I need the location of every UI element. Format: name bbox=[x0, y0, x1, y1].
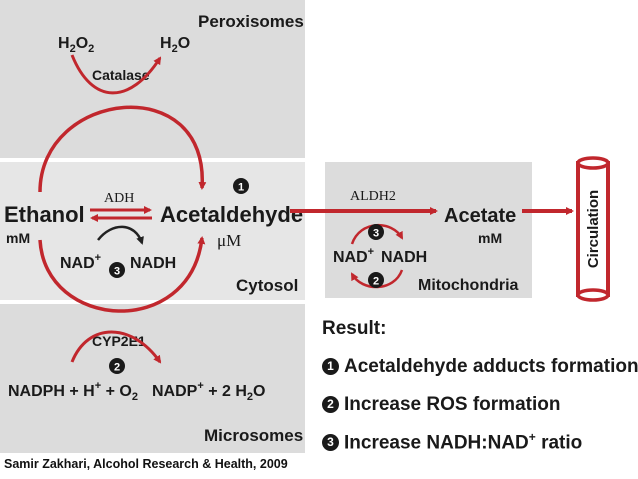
acetate-unit: mM bbox=[478, 230, 502, 246]
mito-nad-plus: NAD+ bbox=[333, 246, 374, 266]
circulation-cylinder bbox=[576, 161, 610, 297]
microsomes-region bbox=[0, 304, 305, 454]
result-title: Result: bbox=[322, 318, 387, 339]
marker-3-cytosol bbox=[109, 262, 125, 278]
marker-2-microsome-text: 2 bbox=[114, 362, 120, 374]
marker-2-microsome bbox=[109, 358, 125, 374]
cytosol-nad-plus: NAD+ bbox=[60, 252, 101, 272]
result-text-2: Increase ROS formation bbox=[344, 394, 561, 415]
circulation-cylinder-bottom bbox=[576, 288, 610, 302]
marker-3-mito bbox=[368, 224, 384, 240]
result-text-3: Increase NADH:NAD bbox=[344, 432, 529, 454]
mito-nadh: NADH bbox=[381, 249, 427, 266]
catalase-label: Catalase bbox=[92, 67, 150, 83]
catalase-curve-arrow bbox=[70, 54, 162, 95]
acetate-label: Acetate bbox=[444, 205, 516, 227]
mitochondria-region bbox=[325, 162, 532, 298]
microsome-arc-arrow bbox=[38, 236, 206, 313]
marker-3-mito-text: 3 bbox=[373, 228, 379, 240]
result-marker-1: 1 bbox=[322, 358, 339, 375]
peroxisome-arc-arrow bbox=[38, 105, 207, 193]
cytosol-label: Cytosol bbox=[236, 276, 298, 295]
peroxisomes-region bbox=[0, 0, 305, 158]
adh-label: ADH bbox=[104, 191, 134, 206]
marker-1-cytosol-text: 1 bbox=[238, 182, 244, 194]
result-item-3: 3 Increase NADH:NAD+ ratio bbox=[322, 430, 582, 454]
ethanol-unit: mM bbox=[6, 230, 30, 246]
h2o-label: H2O bbox=[160, 35, 190, 55]
marker-1-cytosol bbox=[233, 178, 249, 194]
cyp2e1-curve-arrow bbox=[70, 330, 162, 364]
nadph-equation: NADPH + H+ + O2 bbox=[8, 380, 138, 403]
acetaldehyde-unit: μM bbox=[217, 231, 241, 250]
aldh2-label: ALDH2 bbox=[350, 189, 396, 204]
marker-2-mito-text: 2 bbox=[373, 276, 379, 288]
citation: Samir Zakhari, Alcohol Research & Health… bbox=[0, 453, 351, 475]
result-text-3-sup: + bbox=[528, 430, 536, 444]
cytosol-nadh: NADH bbox=[130, 255, 176, 272]
microsomes-label: Microsomes bbox=[204, 426, 303, 445]
ethanol-label: Ethanol bbox=[4, 202, 85, 227]
result-text-1: Acetaldehyde adducts formation bbox=[344, 356, 638, 377]
mitochondria-label: Mitochondria bbox=[418, 277, 519, 294]
marker-3-cytosol-text: 3 bbox=[114, 266, 120, 278]
acetaldehyde-label: Acetaldehyde bbox=[160, 202, 303, 227]
result-text-3-tail: ratio bbox=[535, 432, 583, 454]
h2o2-label: H2O2 bbox=[58, 35, 94, 55]
result-marker-3: 3 bbox=[322, 434, 339, 452]
nadp-equation: NADP+ + 2 H2O bbox=[152, 380, 266, 403]
circulation-cylinder-top bbox=[576, 156, 610, 170]
result-marker-2: 2 bbox=[322, 396, 339, 413]
peroxisomes-label: Peroxisomes bbox=[198, 12, 304, 31]
circulation-label: Circulation bbox=[585, 190, 602, 268]
result-item-2: 2 Increase ROS formation bbox=[322, 394, 560, 416]
cytosol-nad-arrow bbox=[97, 225, 144, 245]
marker-2-mito bbox=[368, 272, 384, 288]
result-item-1: 1 Acetaldehyde adducts formation bbox=[322, 356, 638, 378]
